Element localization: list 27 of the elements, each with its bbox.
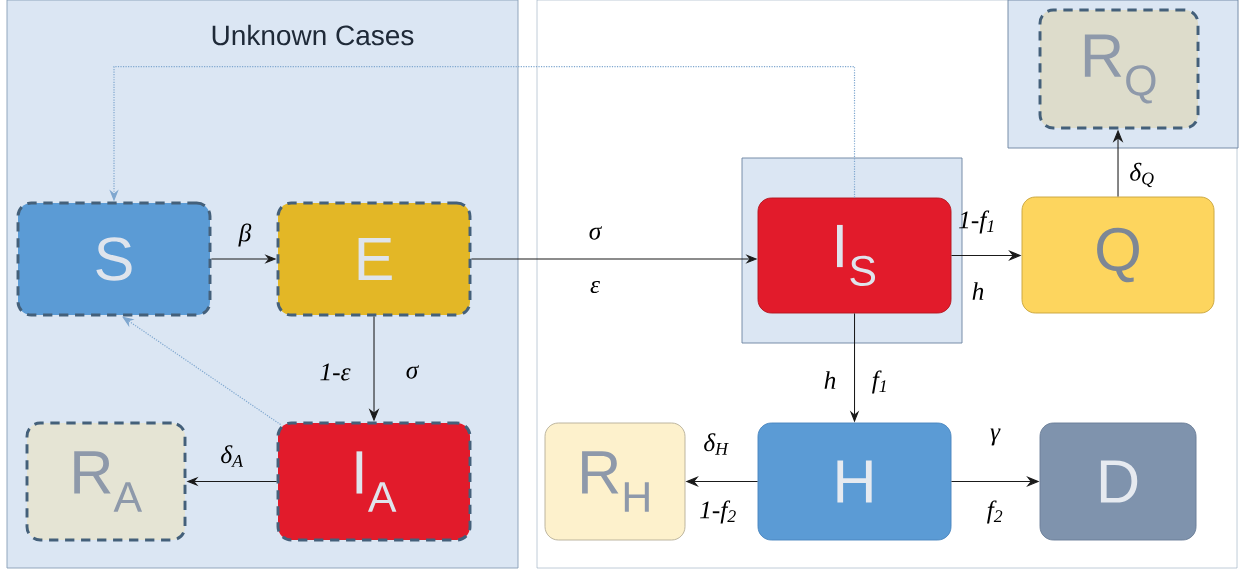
compartment-box: Q — [1021, 196, 1215, 314]
compartment-box: R$_{Q}$ — [1038, 8, 1200, 130]
rate-label: 1-f$_{2}$ — [700, 500, 736, 524]
compartment-box: I$_{A}$ — [276, 421, 472, 542]
compartment-box: E — [276, 201, 472, 317]
edge-label: β — [238, 223, 252, 247]
edge-label: γ — [990, 428, 1001, 446]
rate-label: f$_{2}$ — [987, 500, 1003, 524]
edge-label: δ$_{H}$ — [704, 433, 729, 455]
rate-label: h — [972, 282, 984, 300]
compartment-box: H — [757, 422, 952, 541]
compartment-box: S — [16, 201, 212, 317]
edge-label: 1-f$_{1}$ — [959, 210, 994, 234]
compartment-box: I$_{S}$ — [757, 197, 952, 314]
dotted-arrow — [122, 316, 282, 426]
rate-label: f$_{1}$ — [872, 370, 886, 394]
edge-label: δ$_{Q}$ — [1130, 162, 1154, 188]
edge-label: h — [824, 371, 836, 389]
rate-label: σ — [406, 365, 420, 379]
edge-label: 1-ε — [320, 363, 351, 381]
compartment-box: D — [1039, 422, 1197, 541]
rate-label: ε — [590, 280, 600, 294]
edge-label: σ — [589, 226, 603, 240]
panel-heading: Unknown Cases — [212, 24, 414, 46]
compartment-box: R$_{H}$ — [544, 422, 686, 541]
compartment-box: R$_{A}$ — [25, 421, 187, 542]
edge-label: δ$_{A}$ — [221, 445, 244, 467]
